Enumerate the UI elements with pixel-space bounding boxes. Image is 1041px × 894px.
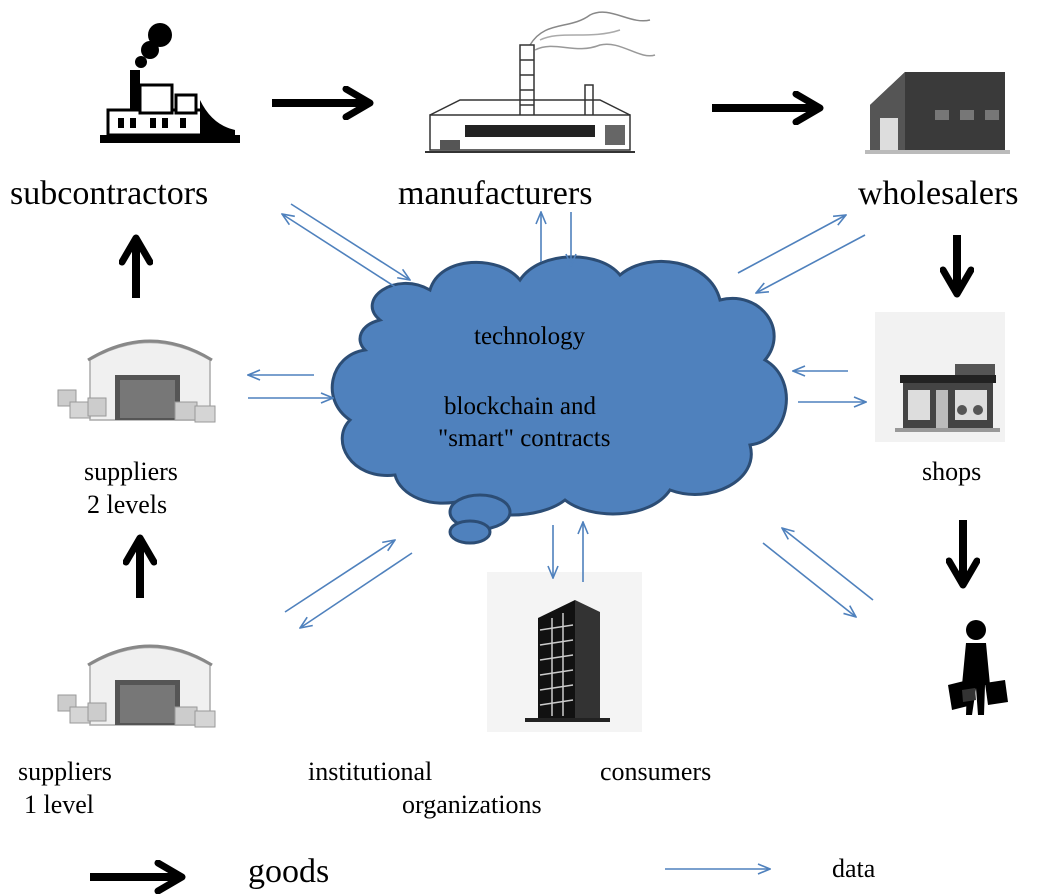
goods-flow-arrows — [90, 103, 963, 877]
suppliers-2-levels-warehouse-icon — [57, 339, 216, 423]
suppliers-1-level-warehouse-icon — [57, 644, 216, 728]
cloud-label-blockchain: blockchain and — [444, 393, 597, 420]
manufacturers-label: manufacturers — [398, 175, 593, 212]
legend-data-label: data — [832, 854, 876, 883]
wholesalers-warehouse-icon — [865, 72, 1010, 154]
data-flow-arrows — [248, 203, 874, 869]
wholesalers-label: wholesalers — [858, 175, 1019, 212]
suppliers-1-label-line1: suppliers — [18, 757, 112, 786]
cloud-label-smart-contracts: "smart" contracts — [438, 425, 611, 452]
technology-cloud — [330, 255, 788, 545]
consumer-shopper-icon — [948, 620, 1008, 715]
shops-store-icon — [875, 312, 1005, 442]
subcontractors-label: subcontractors — [10, 175, 209, 212]
legend-goods-label: goods — [248, 853, 330, 890]
institutional-building-icon — [487, 572, 642, 732]
suppliers-1-label-line2: 1 level — [24, 790, 95, 819]
organizations-label: organizations — [402, 790, 542, 819]
cloud-label-technology: technology — [474, 323, 586, 350]
shops-label: shops — [922, 457, 982, 486]
suppliers-2-label-line2: 2 levels — [87, 490, 168, 519]
manufacturers-factory-icon — [425, 11, 656, 153]
consumers-label: consumers — [600, 757, 712, 786]
suppliers-2-label-line1: suppliers — [84, 457, 178, 486]
institutional-label: institutional — [308, 757, 433, 786]
subcontractors-factory-icon — [100, 23, 240, 143]
